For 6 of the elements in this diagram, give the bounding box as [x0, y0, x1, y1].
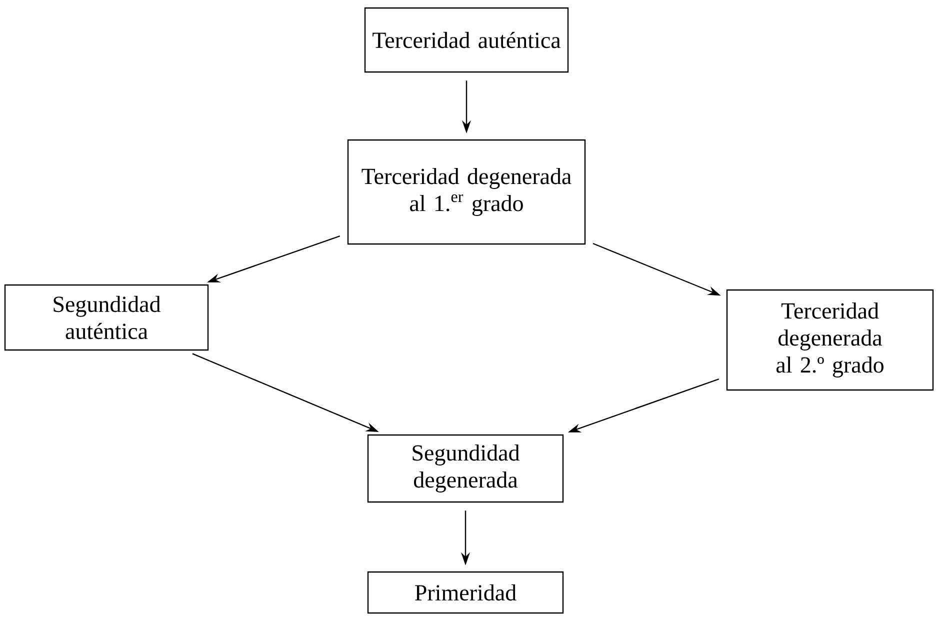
concept-box: Segundidad auténtica — [4, 284, 209, 351]
concept-box: Terceridad degenerada al 2.º grado — [726, 289, 934, 391]
concept-box: Terceridad auténtica — [364, 7, 569, 73]
concept-box: Terceridad degenerada al 1.$^{er}$ grado — [347, 139, 586, 245]
concept-box: Segundidad degenerada — [367, 434, 564, 503]
concept-box: Primeridad — [367, 571, 564, 614]
